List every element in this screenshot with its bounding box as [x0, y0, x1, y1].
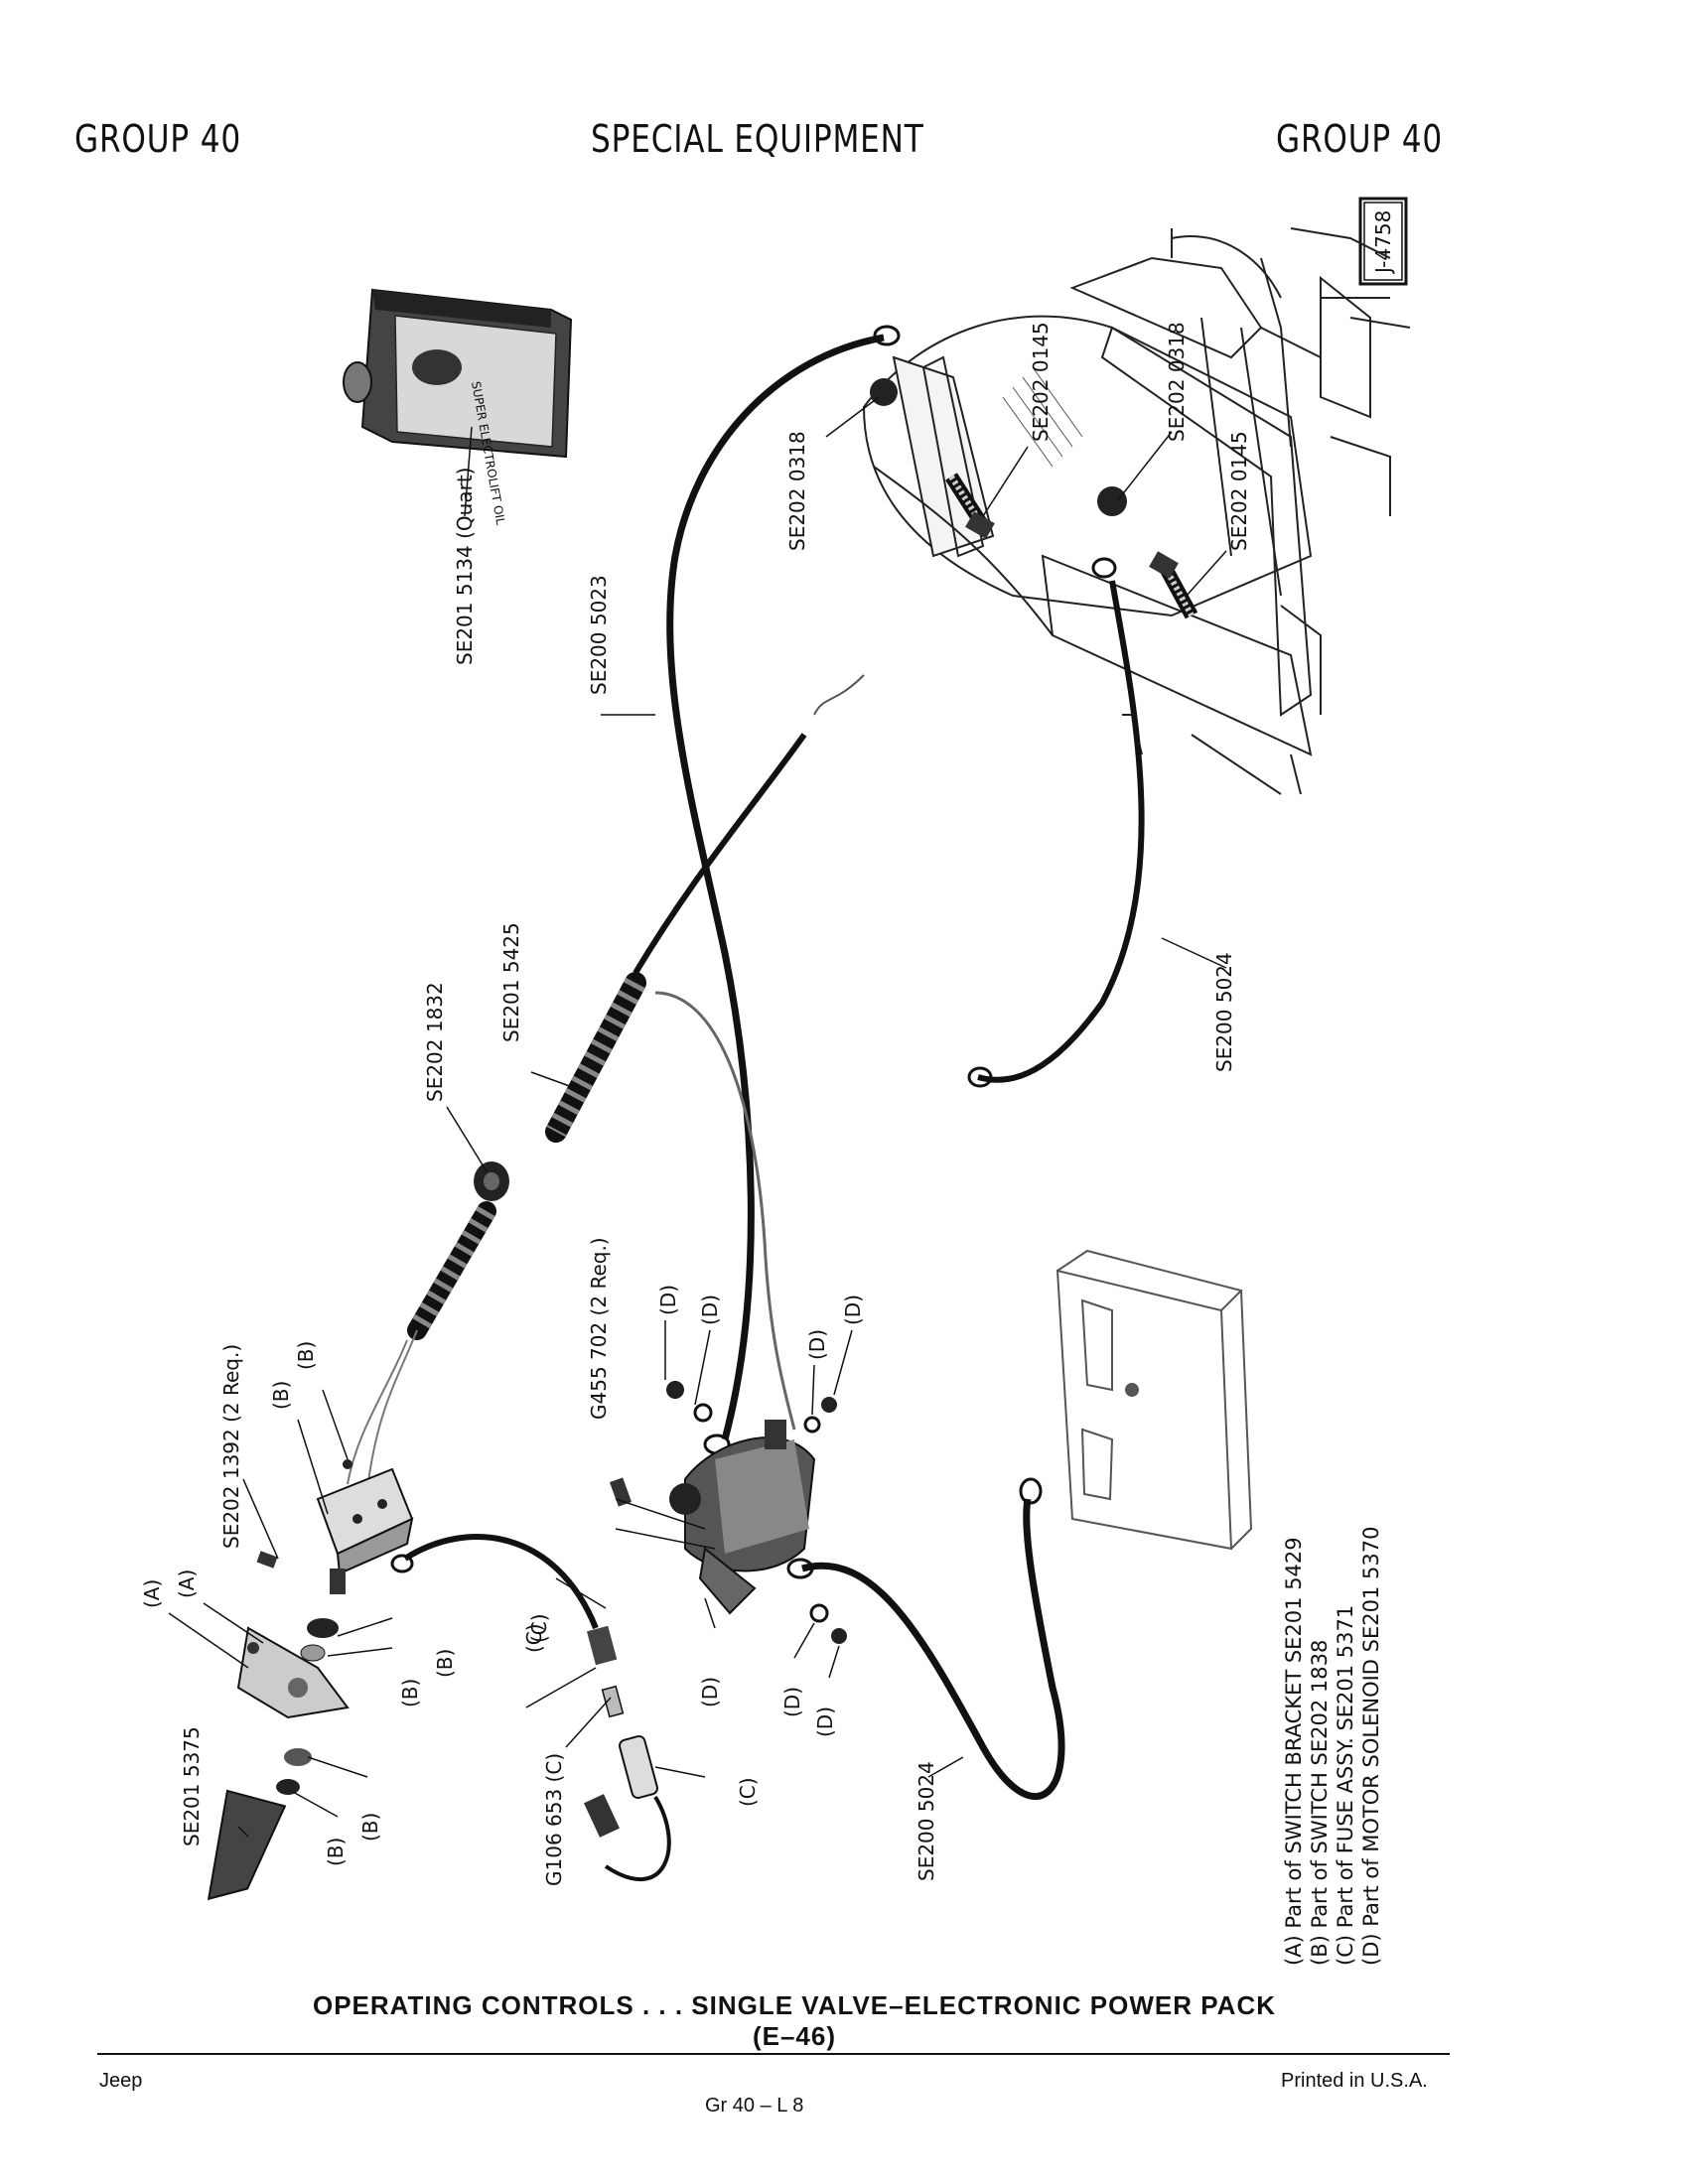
figure-id-box: J-4758	[1358, 197, 1408, 286]
nut-b-1	[307, 1618, 339, 1638]
toggle-handle	[207, 1789, 287, 1901]
boot-leaders	[446, 1071, 587, 1172]
callout-nut-1: SE202 0318	[785, 431, 809, 551]
callout-letter-a-1: (A)	[140, 1579, 164, 1608]
washer-d-1	[693, 1403, 713, 1423]
switch-wire-2	[347, 1339, 408, 1485]
callout-bracket: SE201 5375	[180, 1726, 204, 1846]
callout-letter-d-1: (D)	[656, 1285, 680, 1315]
nut-d-1	[666, 1381, 684, 1399]
nut-1	[870, 378, 898, 406]
washer-b-1	[284, 1748, 312, 1766]
battery	[1055, 1249, 1253, 1551]
switch	[316, 1467, 414, 1594]
callout-letter-c-1: (C)	[527, 1613, 551, 1643]
callout-letter-d-3: (D)	[805, 1329, 829, 1360]
callout-letter-d-6: (D)	[780, 1687, 804, 1717]
header-group-left: GROUP 40	[74, 117, 242, 161]
bolt-2	[1149, 551, 1198, 619]
figure-id: J-4758	[1371, 210, 1395, 275]
cable-terminal-top	[873, 325, 901, 346]
boot-lower	[407, 1201, 496, 1340]
switch-bracket	[236, 1626, 350, 1719]
callout-letter-b-1: (B)	[269, 1381, 293, 1410]
callout-bolt-2: SE202 0145	[1227, 431, 1251, 551]
footer-printed: Printed in U.S.A.	[1281, 2070, 1428, 2092]
header-group-right: GROUP 40	[1276, 117, 1444, 161]
cable-terminal-frame	[1091, 557, 1117, 579]
screw-g455	[609, 1477, 633, 1507]
callout-letter-b-6: (B)	[358, 1813, 382, 1842]
callout-letter-c-3: (C)	[522, 1623, 546, 1653]
motor-solenoid	[669, 1420, 816, 1615]
callout-letter-b-3: (B)	[398, 1679, 422, 1707]
boot-ribs	[546, 977, 645, 1138]
upper-leaders	[601, 396, 1227, 969]
washer-d-2	[803, 1416, 821, 1433]
legend-item-c: (C) Part of FUSE ASSY. SE201 5371	[1334, 1605, 1357, 1966]
footer-brand: Jeep	[99, 2070, 143, 2092]
cable-se200-5024-upper	[977, 580, 1145, 1083]
callout-letter-a-2: (A)	[175, 1570, 199, 1598]
callout-grommet: SE202 1832	[423, 982, 447, 1102]
screw-b	[256, 1551, 278, 1569]
nut-d-2	[821, 1397, 837, 1413]
nut-2	[1097, 486, 1127, 516]
callout-bolt-1: SE202 0145	[1029, 322, 1053, 442]
fuse-assembly	[584, 1625, 671, 1882]
legend-item-d: (D) Part of MOTOR SOLENOID SE201 5370	[1359, 1527, 1383, 1966]
callout-screw: SE202 1392 (2 Req.)	[219, 1344, 243, 1549]
left-leaders	[168, 1389, 597, 1838]
cable-se200-5024-lower	[801, 1498, 1065, 1800]
callout-screw-2: G455 702 (2 Req.)	[587, 1237, 611, 1420]
callout-fuse: G106 653 (C)	[542, 1753, 566, 1886]
callout-letter-c-2: (C)	[736, 1777, 760, 1807]
callout-letter-d-4: (D)	[841, 1295, 865, 1325]
callout-cable-3: SE200 5024	[914, 1761, 938, 1881]
footer-page-number: Gr 40 – L 8	[705, 2095, 804, 2116]
callout-cable-1: SE200 5023	[587, 575, 611, 695]
hitch-frame	[862, 227, 1411, 795]
callout-letter-b-2: (B)	[294, 1341, 318, 1370]
fuse-leaders	[555, 1577, 706, 1778]
callout-letter-d-7: (D)	[813, 1706, 837, 1737]
control-cable	[633, 733, 807, 975]
solenoid-leaders	[664, 1320, 853, 1679]
callout-letter-d-2: (D)	[698, 1295, 722, 1325]
hitch-shadow	[1002, 366, 1083, 468]
control-wire-solenoid	[654, 991, 796, 1431]
switch-screw	[343, 1459, 352, 1469]
control-wire-top	[813, 674, 865, 716]
callout-letter-d-5: (D)	[698, 1677, 722, 1707]
callout-letter-b-4: (B)	[433, 1649, 457, 1678]
figure-caption: OPERATING CONTROLS . . . SINGLE VALVE–EL…	[312, 1990, 1276, 2051]
callout-letter-b-5: (B)	[324, 1838, 348, 1866]
legend-item-b: (B) Part of SWITCH SE202 1838	[1308, 1640, 1332, 1966]
callout-boot: SE201 5425	[499, 922, 523, 1042]
bolt-1	[945, 473, 995, 539]
washer-b-2	[276, 1779, 300, 1795]
cable-terminal-ground	[967, 1066, 993, 1088]
callout-nut-2: SE202 0318	[1165, 322, 1189, 442]
cable-se200-5023	[666, 334, 885, 1440]
header-title: SPECIAL EQUIPMENT	[591, 117, 924, 161]
washer-b-3	[300, 1644, 326, 1662]
legend-item-a: (A) Part of SWITCH BRACKET SE201 5429	[1282, 1537, 1306, 1966]
nut-d-3	[831, 1628, 847, 1644]
callout-cable-2: SE200 5024	[1212, 952, 1236, 1072]
switch-wire-1	[366, 1329, 418, 1490]
washer-d-3	[809, 1603, 829, 1623]
footer-divider	[97, 2053, 1450, 2055]
legend: (A) Part of SWITCH BRACKET SE201 5429 (B…	[1282, 1527, 1383, 1966]
switch-to-fuse-cable	[403, 1534, 599, 1630]
callout-oil: SE201 5134 (Quart)	[453, 468, 477, 665]
